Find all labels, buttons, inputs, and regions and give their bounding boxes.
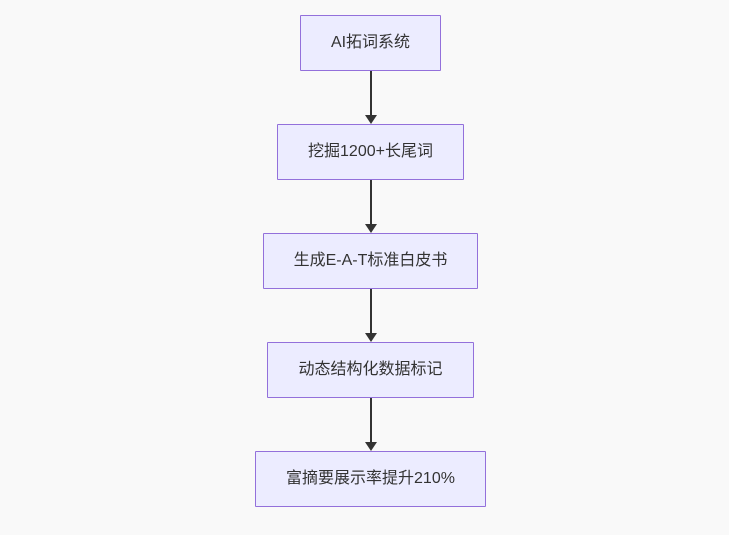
flow-node-eat-whitepaper: 生成E-A-T标准白皮书 <box>262 233 479 289</box>
arrow-down-icon <box>364 442 377 451</box>
flow-edge-4 <box>364 398 377 451</box>
arrow-down-icon <box>364 224 377 233</box>
flow-node-label: 挖掘1200+长尾词 <box>308 143 433 160</box>
edge-line <box>369 180 372 224</box>
flow-node-label: 生成E-A-T标准白皮书 <box>293 252 448 269</box>
flow-node-ai-keyword-system: AI拓词系统 <box>299 15 442 71</box>
flow-edge-1 <box>364 71 377 124</box>
flow-edge-2 <box>364 180 377 233</box>
flow-node-label: 动态结构化数据标记 <box>298 361 443 378</box>
edge-line <box>369 71 372 115</box>
flow-node-structured-data-markup: 动态结构化数据标记 <box>267 342 474 398</box>
flowchart: AI拓词系统 挖掘1200+长尾词 生成E-A-T标准白皮书 动态结构化数据标记 <box>255 0 486 507</box>
flow-node-label: AI拓词系统 <box>330 34 411 51</box>
arrow-down-icon <box>364 333 377 342</box>
flow-node-rich-snippet-result: 富摘要展示率提升210% <box>255 451 486 507</box>
edge-line <box>369 398 372 442</box>
arrow-down-icon <box>364 115 377 124</box>
flow-node-longtail-mining: 挖掘1200+长尾词 <box>277 124 464 180</box>
flow-edge-3 <box>364 289 377 342</box>
edge-line <box>369 289 372 333</box>
flow-node-label: 富摘要展示率提升210% <box>286 470 455 487</box>
